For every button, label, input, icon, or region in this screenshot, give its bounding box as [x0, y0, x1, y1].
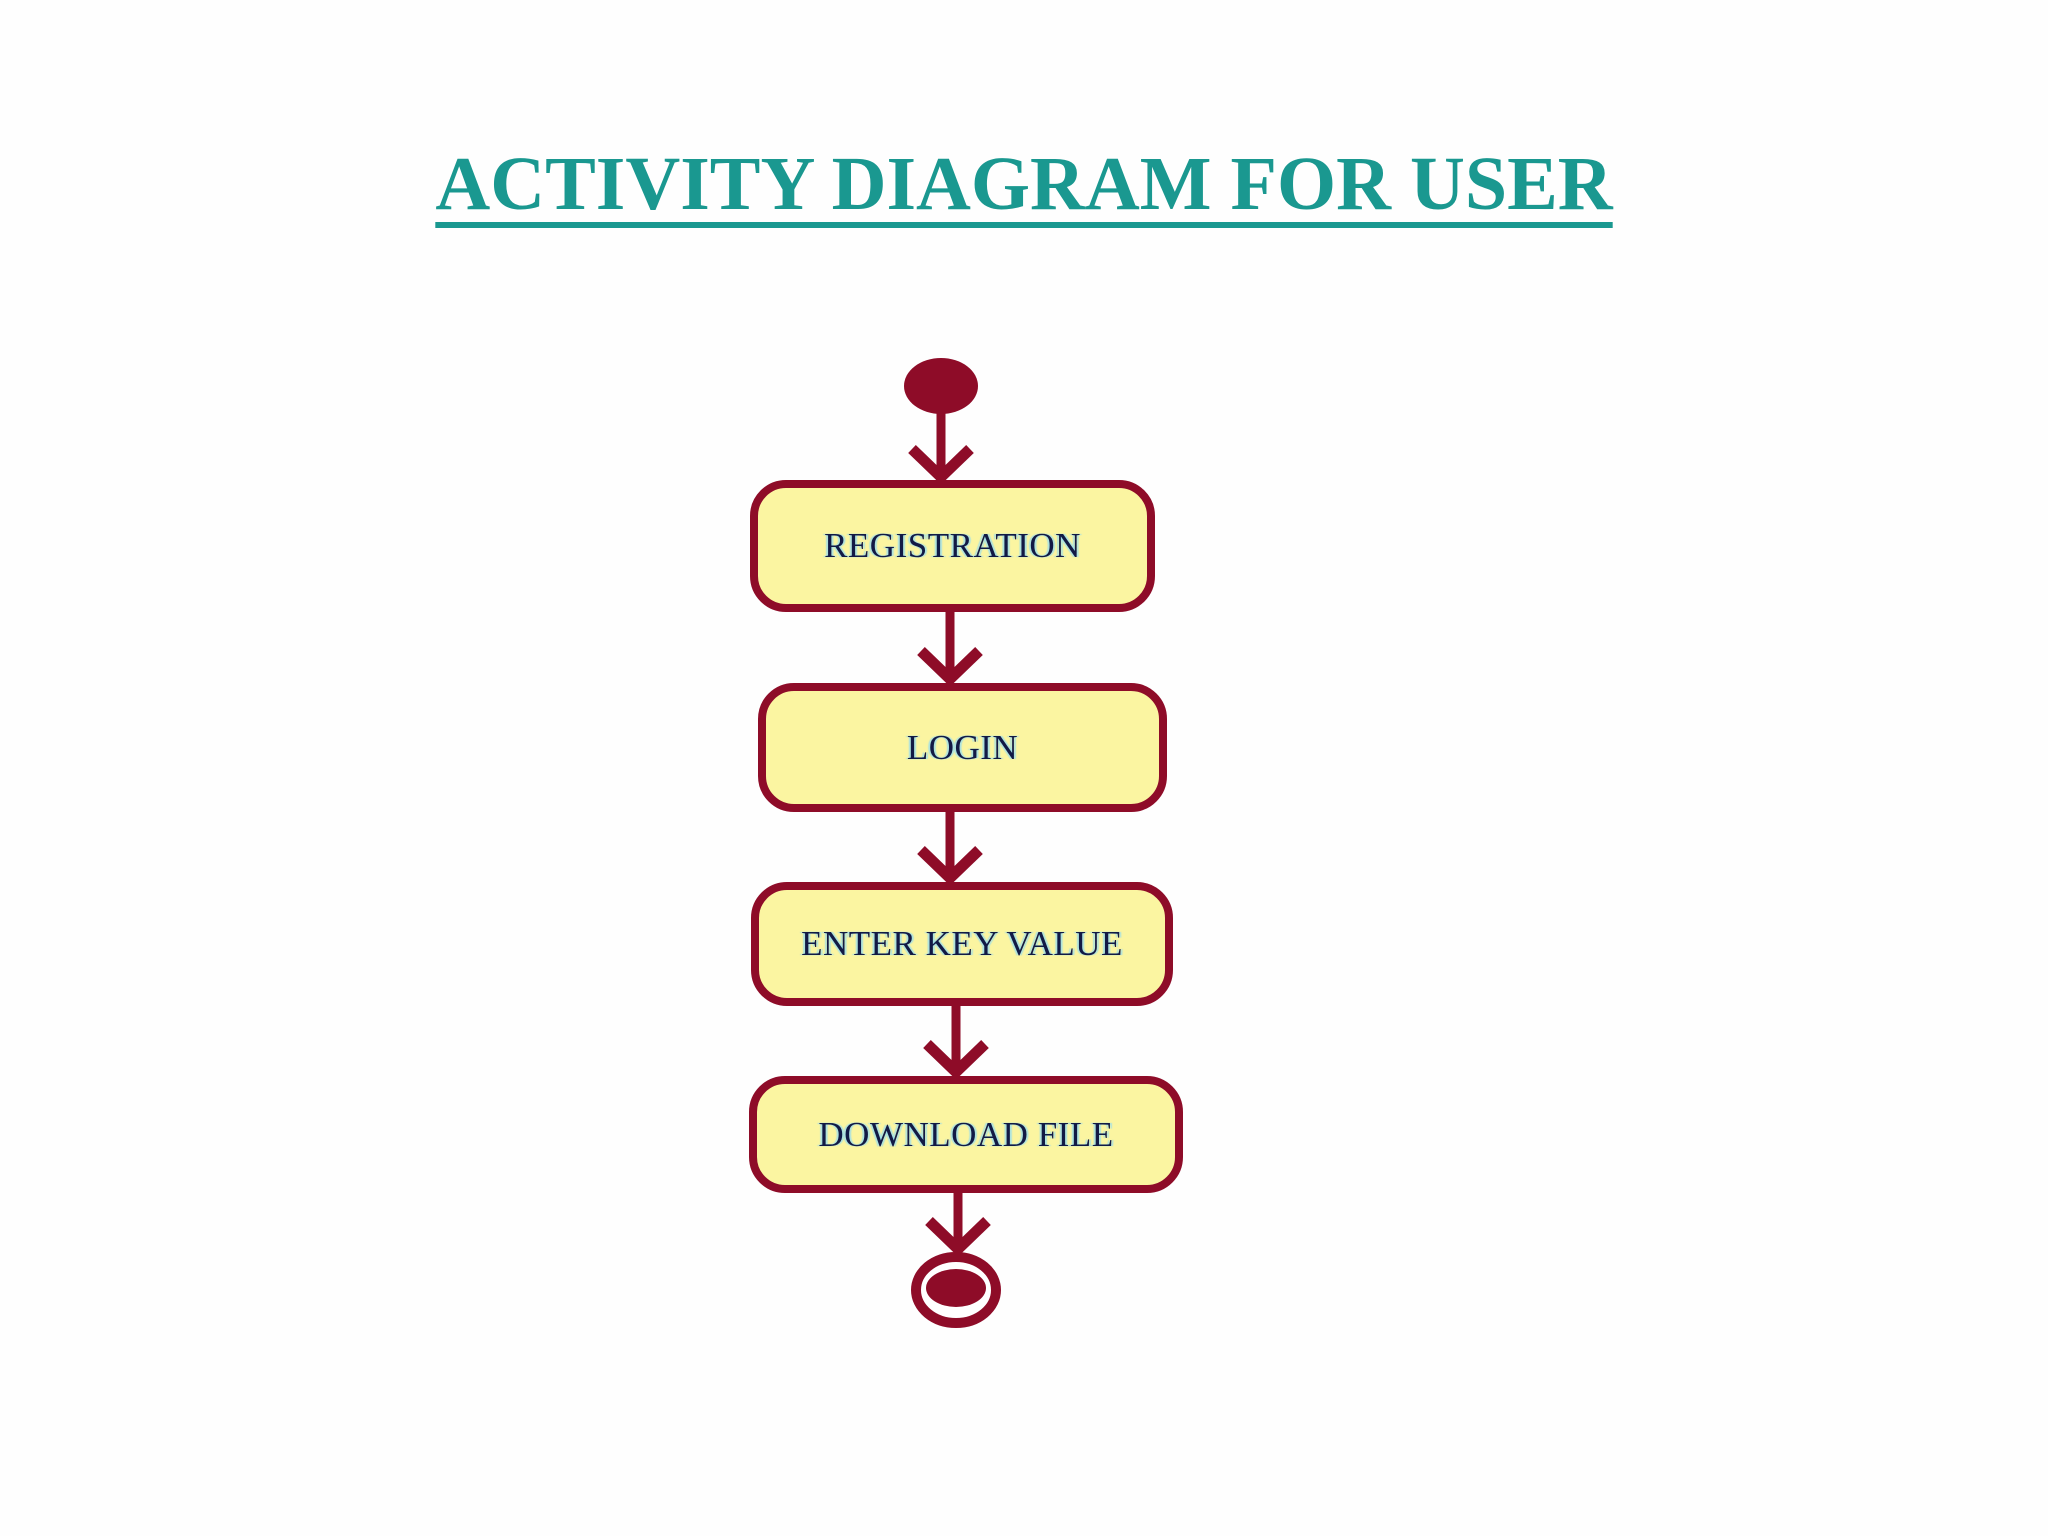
activity-label: ENTER KEY VALUE	[801, 924, 1123, 963]
flow-arrow-login-to-enter-key	[917, 812, 983, 886]
activity-label: DOWNLOAD FILE	[818, 1114, 1114, 1154]
activity-label: REGISTRATION	[824, 526, 1081, 565]
initial-node-icon	[904, 358, 978, 414]
flow-arrow-download-to-end	[925, 1193, 991, 1257]
activity-node-registration: REGISTRATION	[750, 480, 1155, 612]
flow-arrow-enter-key-to-download	[923, 1006, 989, 1080]
flow-arrow-registration-to-login	[917, 612, 983, 687]
activity-node-login: LOGIN	[758, 683, 1167, 812]
activity-node-download-file: DOWNLOAD FILE	[749, 1076, 1183, 1193]
activity-node-enter-key-value: ENTER KEY VALUE	[751, 882, 1173, 1006]
page-title: ACTIVITY DIAGRAM FOR USER	[435, 142, 1613, 226]
activity-label: LOGIN	[906, 727, 1019, 767]
flow-arrow-start-to-registration	[908, 410, 974, 485]
final-node-icon	[911, 1252, 1001, 1328]
